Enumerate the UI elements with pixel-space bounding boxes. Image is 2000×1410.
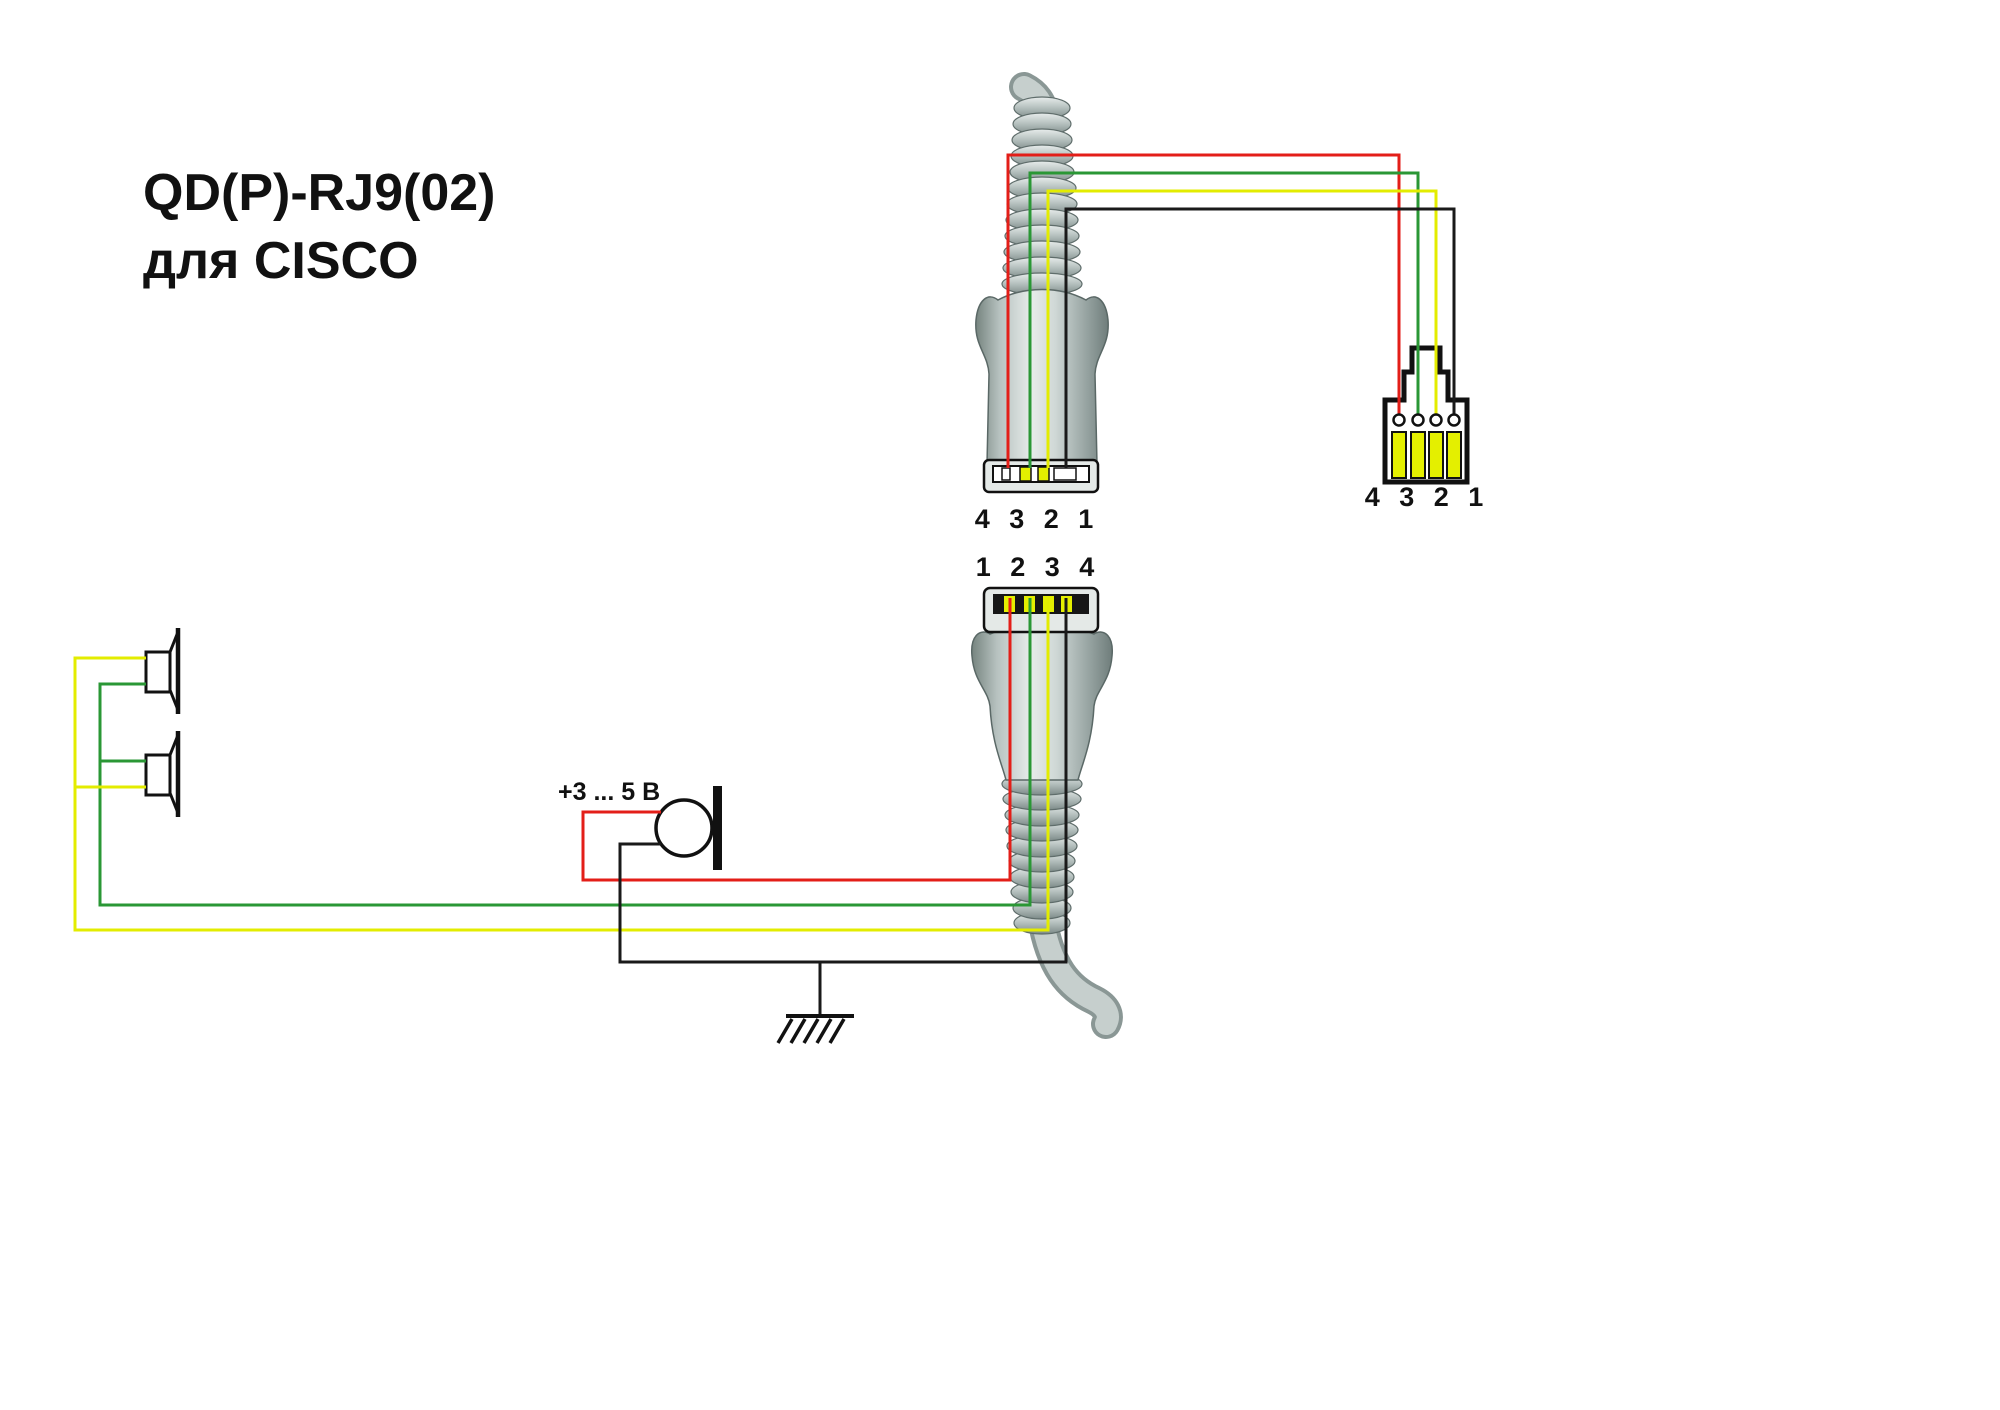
wires-bottom-section [73, 598, 1068, 1016]
ground-hatch [815, 1018, 833, 1044]
page-title-line1: QD(P)-RJ9(02) [143, 164, 496, 222]
ground-hatch [828, 1018, 846, 1044]
ground-hatch [789, 1018, 807, 1044]
microphone-symbol [654, 798, 714, 858]
top-qd-pin-contact [1037, 466, 1050, 482]
rj9-pin-contact [1446, 431, 1462, 479]
speaker-2 [144, 731, 181, 817]
speaker-magnet [144, 650, 172, 694]
ground-hatch [802, 1018, 820, 1044]
speaker-magnet [144, 753, 172, 797]
bottom-qd-connector: 1 2 3 4 [971, 552, 1123, 1039]
rj9-pin-labels: 4 3 2 1 [1365, 482, 1490, 512]
speaker-cone-edge [168, 631, 180, 653]
ground-symbol [776, 1014, 854, 1044]
rj9-body-outline [1382, 345, 1470, 485]
rj9-wire-entry [1411, 413, 1425, 427]
top-qd-slot-right [1053, 467, 1077, 481]
wire-black-top [1064, 207, 1456, 468]
rj9-wire-entry [1392, 413, 1406, 427]
wire-green-top [1028, 171, 1420, 468]
bottom-qd-coil [1001, 772, 1083, 935]
speaker-cone-edge [168, 734, 180, 756]
wire-black-common [618, 598, 1068, 964]
ground-hatch [776, 1018, 794, 1044]
page-title-line2: для CISCO [143, 232, 419, 290]
top-qd-pin-contact [1019, 466, 1032, 482]
bottom-qd-cable-core [1031, 907, 1119, 1035]
top-qd-body [975, 288, 1109, 465]
microphone-element-bar [713, 786, 722, 870]
wires-top-section [1006, 153, 1456, 468]
top-qd-slot-left [1001, 467, 1011, 481]
wire-red-mic [581, 598, 1012, 882]
microphone: +3 ... 5 В [558, 778, 722, 870]
speaker-1 [144, 628, 181, 714]
rj9-pin-contact [1391, 431, 1407, 479]
rj9-wire-entry [1429, 413, 1443, 427]
rj9-pins: 4 3 2 1 [1365, 413, 1490, 512]
bottom-qd-pin-labels: 1 2 3 4 [976, 552, 1101, 582]
wire-red-top [1006, 153, 1401, 468]
top-qd-pin-labels: 4 3 2 1 [975, 504, 1100, 534]
top-qd-coil [1001, 96, 1083, 296]
mic-voltage-label: +3 ... 5 В [558, 778, 660, 806]
wire-yellow-top [1046, 189, 1438, 468]
rj9-pin-contact [1428, 431, 1444, 479]
wire-yellow-speaker [73, 598, 1050, 932]
rj9-connector [1382, 345, 1470, 485]
rj9-pin-contact [1410, 431, 1426, 479]
rj9-wire-entry [1447, 413, 1461, 427]
wire-green-speaker [98, 598, 1032, 907]
bottom-qd-body [971, 624, 1113, 781]
